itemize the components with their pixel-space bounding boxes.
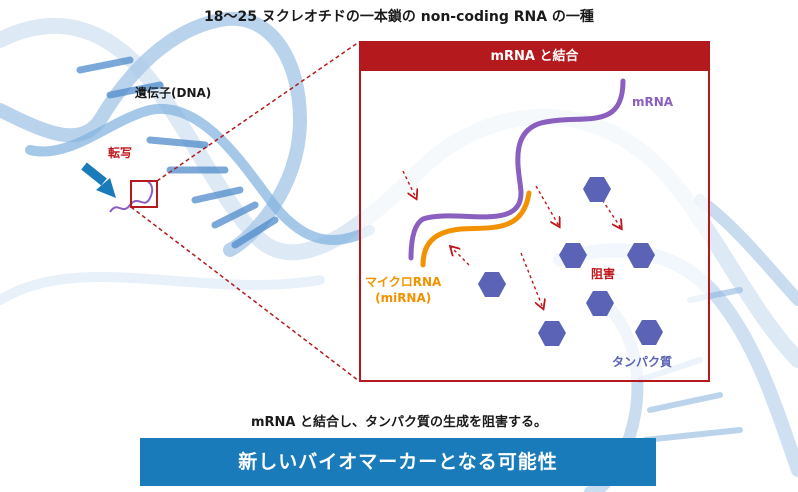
protein-hexagon	[478, 272, 506, 297]
transcription-arrow	[81, 162, 116, 198]
dna-label: 遺伝子(DNA)	[135, 86, 212, 100]
protein-molecules	[478, 177, 663, 346]
protein-hexagon	[586, 291, 614, 316]
mrna-strand	[408, 78, 626, 261]
mrna-binding-panel: mRNA と結合 mRNA マイクロ	[359, 41, 710, 382]
mirna-strand	[420, 190, 532, 268]
zoom-line-top	[156, 41, 360, 182]
small-rna-squiggle	[109, 181, 154, 213]
protein-hexagon	[583, 177, 611, 202]
protein-hexagon	[635, 320, 663, 345]
panel-header: mRNA と結合	[361, 43, 708, 71]
mirna-label-line2: (miRNA)	[375, 291, 432, 305]
panel-diagram	[402, 78, 663, 346]
transcription-label: 転写	[108, 146, 133, 160]
biomarker-banner: 新しいバイオマーカーとなる可能性	[140, 438, 656, 486]
protein-hexagon	[627, 243, 655, 268]
mirna-label: マイクロRNA (miRNA)	[365, 274, 441, 306]
protein-hexagon	[538, 321, 566, 346]
protein-hexagon	[559, 243, 587, 268]
protein-label: タンパク質	[612, 355, 673, 369]
mrna-label: mRNA	[632, 95, 674, 109]
top-title: 18〜25 ヌクレオチドの一本鎖の non-coding RNA の一種	[204, 9, 594, 25]
zoom-source-box	[130, 180, 158, 208]
mirna-label-line1: マイクロRNA	[365, 275, 442, 289]
inhibition-label: 阻害	[591, 267, 616, 281]
bottom-caption: mRNA と結合し、タンパク質の生成を阻害する。	[250, 415, 548, 430]
zoom-line-bottom	[130, 206, 360, 382]
